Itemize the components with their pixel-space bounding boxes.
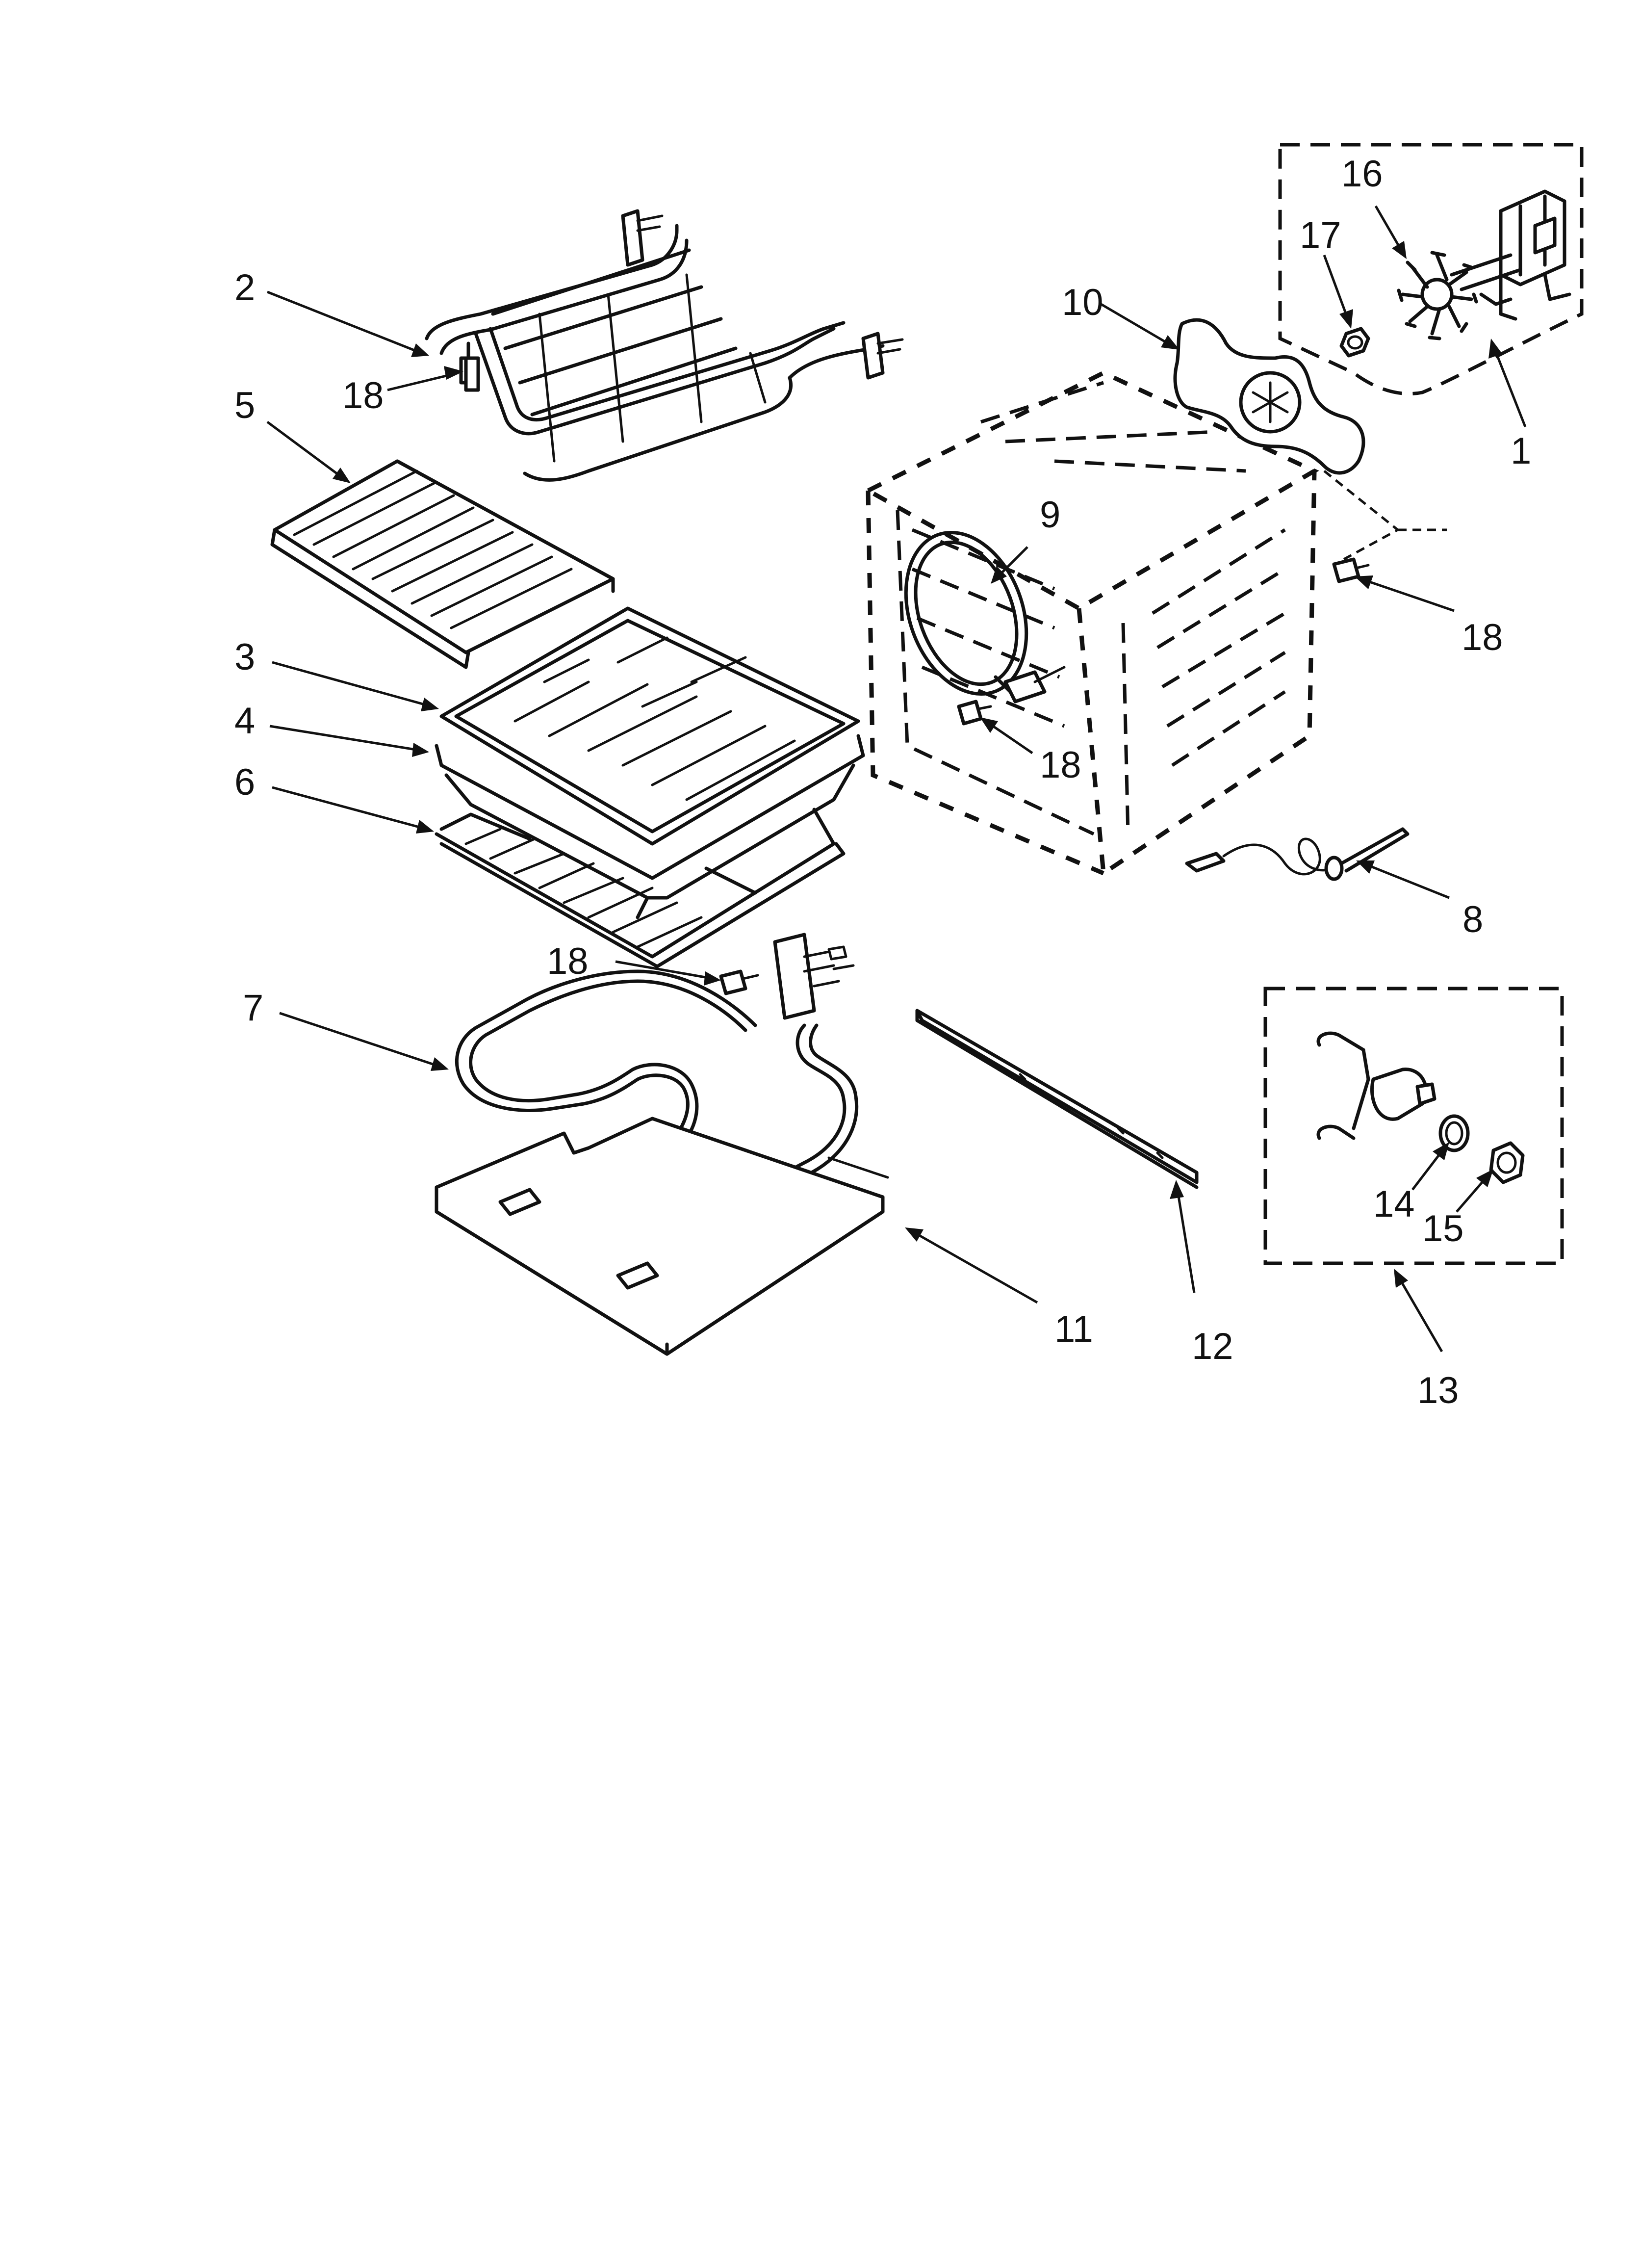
callout-15: 15: [1422, 1208, 1464, 1250]
callout-14: 14: [1373, 1183, 1415, 1225]
part-fan-baffle: [1173, 318, 1365, 475]
part-bake-element: [455, 933, 859, 1229]
callout-labels: 1 2 3 4 5 6 7 8 9 10 11 12 13 14 15 16 1…: [234, 153, 1531, 1411]
callout-18-broil-screw: 18: [342, 375, 384, 417]
callout-2: 2: [234, 267, 255, 309]
part-fan-motor-assembly: [1278, 143, 1584, 396]
callout-11: 11: [1054, 1308, 1093, 1350]
callout-18-convection-screw: 18: [1040, 744, 1081, 786]
callout-13: 13: [1417, 1370, 1459, 1411]
callout-8: 8: [1462, 899, 1483, 940]
part-oven-cavity: [863, 370, 1319, 877]
part-screw-bake: [719, 969, 759, 995]
part-trim-strip: [915, 1009, 1199, 1189]
callout-9: 9: [1040, 494, 1060, 536]
part-oven-rack: [435, 808, 846, 968]
callout-18-rear-screw: 18: [1462, 617, 1503, 658]
part-broil-pan-insert: [439, 606, 860, 846]
part-broil-pan: [435, 734, 865, 919]
callout-5: 5: [234, 385, 255, 426]
part-fan-blade: [1397, 251, 1478, 340]
part-broil-element: [425, 209, 904, 482]
leader-lines: [266, 205, 1527, 1353]
part-nut-17: [1339, 327, 1370, 358]
callout-4: 4: [234, 700, 255, 742]
part-light-assembly: [1263, 987, 1564, 1265]
callout-7: 7: [243, 987, 263, 1029]
part-meat-probe: [1185, 827, 1410, 881]
callout-3: 3: [234, 636, 255, 678]
part-bottom-panel: [435, 1117, 889, 1356]
callout-12: 12: [1192, 1326, 1233, 1367]
callout-10: 10: [1062, 282, 1103, 323]
part-convection-element: [904, 530, 1066, 704]
callout-18-bake-screw: 18: [547, 940, 589, 982]
part-washer-14: [1438, 1114, 1470, 1152]
part-screw-broil: [464, 356, 480, 392]
callout-16: 16: [1341, 153, 1383, 195]
callout-6: 6: [234, 761, 255, 803]
callout-1: 1: [1511, 430, 1531, 472]
callout-17: 17: [1300, 214, 1341, 256]
part-lens-15: [1489, 1141, 1525, 1184]
part-rack-shield: [270, 459, 615, 669]
